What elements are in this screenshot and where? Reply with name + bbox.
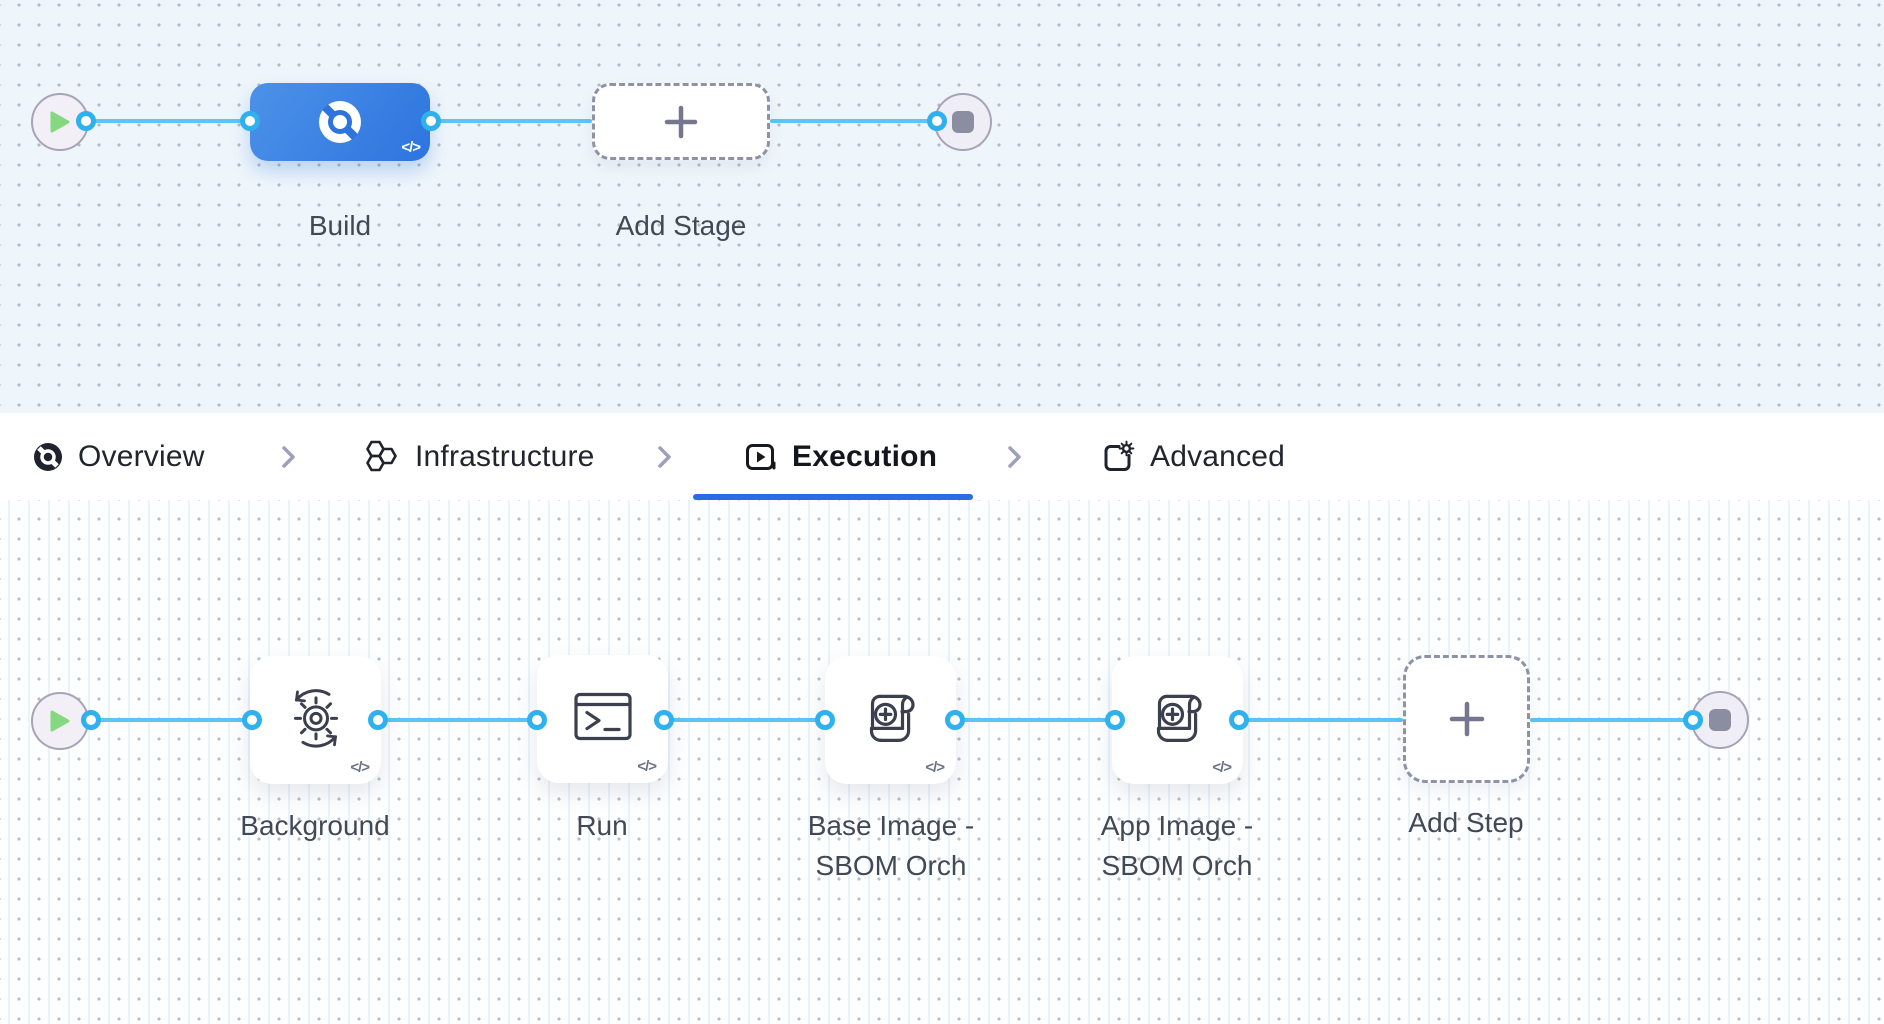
tab-label: Infrastructure [415, 439, 595, 473]
hexagons-icon [366, 440, 397, 471]
edge [770, 119, 940, 123]
port[interactable] [421, 111, 441, 131]
port[interactable] [927, 111, 947, 131]
port[interactable] [81, 710, 101, 730]
harness-pie-icon [34, 442, 62, 471]
edge [1530, 718, 1696, 722]
stop-icon [1709, 709, 1731, 731]
port[interactable] [654, 710, 674, 730]
pipeline-start-node [31, 93, 89, 151]
step-label: Run [576, 810, 628, 841]
edge [955, 718, 1115, 722]
tab-overview[interactable]: Overview [33, 413, 205, 500]
tab-infrastructure[interactable]: Infrastructure [364, 413, 595, 500]
yaml-code-badge: </> [925, 759, 945, 776]
tab-execution[interactable]: Execution [743, 413, 937, 500]
step-node-run[interactable]: </> [537, 655, 668, 783]
edge [378, 718, 537, 722]
step-label-line1: App Image - [1100, 810, 1254, 841]
play-icon [50, 111, 70, 133]
plus-icon [664, 105, 698, 138]
port[interactable] [815, 710, 835, 730]
terminal-icon [573, 692, 632, 741]
step-label-line1: Base Image - [807, 810, 975, 841]
gear-sync-icon [293, 689, 338, 748]
add-step-label: Add Step [1408, 807, 1524, 838]
yaml-code-badge: </> [401, 139, 421, 156]
edge [1239, 718, 1403, 722]
tab-advanced[interactable]: Advanced [1099, 413, 1285, 500]
port[interactable] [1105, 710, 1125, 730]
stage-config-tabbar: Overview Infrastructure [0, 413, 1884, 501]
edge [60, 119, 250, 123]
stop-icon [952, 111, 974, 133]
scroll-plus-icon [869, 694, 915, 742]
port[interactable] [1683, 710, 1703, 730]
step-label: Background [240, 810, 390, 841]
add-stage-button[interactable] [592, 83, 770, 160]
play-icon [50, 710, 70, 732]
stage-label: Build [308, 210, 372, 241]
harness-build-icon [319, 101, 361, 143]
step-label: App Image - SBOM Orch [1057, 806, 1297, 886]
step-node-background[interactable]: </> [250, 656, 381, 784]
step-label-line2: SBOM Orch [1101, 850, 1253, 881]
chevron-right-icon [658, 445, 671, 468]
edge [60, 718, 252, 722]
port[interactable] [527, 710, 547, 730]
yaml-code-badge: </> [1212, 759, 1232, 776]
active-tab-underline [693, 494, 973, 500]
play-square-icon [746, 443, 776, 470]
tab-label: Overview [78, 439, 205, 473]
step-node-app-image-sbom[interactable]: </> [1112, 656, 1243, 784]
tab-label: Advanced [1150, 439, 1286, 473]
yaml-code-badge: </> [637, 758, 657, 775]
chevron-right-icon [282, 445, 295, 468]
port[interactable] [240, 111, 260, 131]
add-step-button[interactable] [1403, 655, 1530, 783]
execution-canvas[interactable]: </> </> [0, 500, 1884, 1024]
stage-canvas[interactable]: </> Build Add Stage [0, 0, 1884, 413]
port[interactable] [945, 710, 965, 730]
port[interactable] [242, 710, 262, 730]
plus-icon [1449, 701, 1484, 737]
port[interactable] [1229, 710, 1249, 730]
port[interactable] [368, 710, 388, 730]
add-stage-label: Add Stage [615, 210, 747, 241]
stage-node-build[interactable]: </> [250, 83, 430, 161]
scroll-plus-icon [1156, 694, 1202, 742]
edge [430, 119, 592, 123]
port[interactable] [76, 111, 96, 131]
step-node-base-image-sbom[interactable]: </> [825, 656, 956, 784]
step-label-line2: SBOM Orch [815, 850, 967, 881]
yaml-code-badge: </> [350, 759, 370, 776]
step-label: Base Image - SBOM Orch [771, 806, 1011, 886]
chevron-right-icon [1008, 445, 1021, 468]
gear-square-icon [1104, 440, 1135, 471]
tab-label: Execution [792, 439, 938, 473]
edge [664, 718, 825, 722]
